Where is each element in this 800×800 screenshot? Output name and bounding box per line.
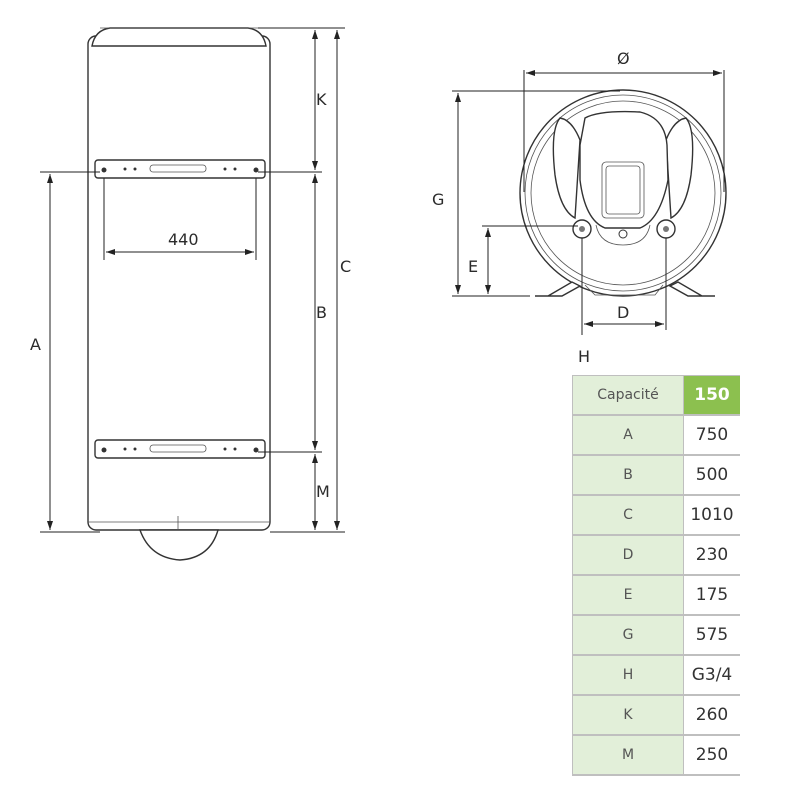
label-440: 440 [168, 230, 199, 249]
row-label: A [572, 414, 684, 456]
row-label: C [572, 494, 684, 536]
table-header-row: Capacité 150 [572, 375, 740, 416]
row-label: K [572, 694, 684, 736]
side-view: Ø G E D H [432, 49, 727, 366]
right-handle [665, 117, 694, 220]
row-label: E [572, 574, 684, 616]
control-unit [139, 529, 219, 561]
label-d: D [617, 303, 629, 322]
row-value: 750 [683, 414, 740, 456]
row-value: G3/4 [683, 654, 740, 696]
control-housing [579, 110, 669, 229]
upper-bracket [94, 159, 266, 179]
label-c: C [340, 257, 351, 276]
row-value: 1010 [683, 494, 740, 536]
row-value: 575 [683, 614, 740, 656]
row-label: H [572, 654, 684, 696]
label-a: A [30, 335, 41, 354]
row-label: M [572, 734, 684, 776]
row-value: 250 [683, 734, 740, 776]
row-value: 230 [683, 534, 740, 576]
lower-bracket [94, 439, 266, 459]
capacity-value: 150 [683, 375, 740, 416]
row-value: 175 [683, 574, 740, 616]
front-view: 440 A K B M C [30, 27, 351, 561]
label-g: G [432, 190, 444, 209]
label-b: B [316, 303, 327, 322]
label-e: E [468, 257, 478, 276]
capacity-label: Capacité [572, 375, 684, 416]
left-foot [535, 281, 582, 297]
row-label: B [572, 454, 684, 496]
left-handle [552, 117, 581, 220]
label-m: M [316, 482, 330, 501]
right-foot [668, 281, 715, 297]
row-label: D [572, 534, 684, 576]
tank-top-cap [91, 27, 267, 47]
row-value: 500 [683, 454, 740, 496]
label-h: H [578, 347, 590, 366]
label-k: K [316, 90, 327, 109]
label-diameter: Ø [617, 49, 630, 68]
row-label: G [572, 614, 684, 656]
row-value: 260 [683, 694, 740, 736]
